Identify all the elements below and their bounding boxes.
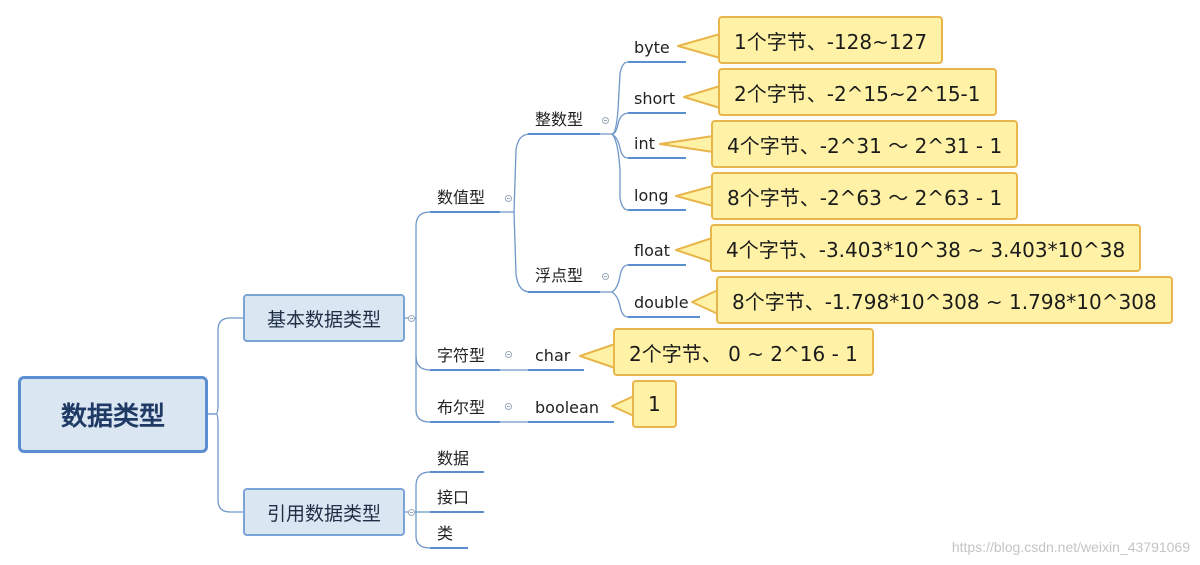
edge-root-basic [208, 317, 243, 415]
double-node: double [634, 293, 689, 312]
pointer-char [579, 343, 616, 369]
numeric-node: 数值型 [437, 188, 486, 207]
reference-types-node: 引用数据类型 [243, 488, 405, 536]
collapse-char-icon[interactable] [505, 351, 512, 358]
pointer-float [675, 237, 713, 263]
callout-boolean: 1 [632, 380, 677, 428]
watermark: https://blog.csdn.net/weixin_43791069 [951, 539, 1190, 555]
collapse-float-icon[interactable] [602, 273, 609, 280]
edge-basic-numeric [405, 211, 431, 319]
int-node: int [634, 134, 655, 153]
long-node: long [634, 186, 669, 205]
edge-basic-bool [415, 356, 431, 423]
callout-int: 4个字节、-2^31 ～ 2^31 - 1 [711, 120, 1019, 168]
basic-types-node: 基本数据类型 [243, 294, 405, 342]
bool-type-node: 布尔型 [437, 398, 486, 417]
boolean-node: boolean [535, 398, 599, 417]
collapse-basic-icon[interactable] [408, 315, 415, 322]
callout-short: 2个字节、-2^15~2^15-1 [718, 68, 997, 116]
edge-integer-int [611, 133, 629, 159]
callout-byte: 1个字节、-128~127 [718, 16, 944, 64]
byte-node: byte [634, 38, 670, 57]
collapse-numeric-icon[interactable] [505, 195, 512, 202]
collapse-reference-icon[interactable] [408, 509, 415, 516]
callout-long: 8个字节、-2^63 ～ 2^63 - 1 [711, 172, 1019, 220]
char-type-node: 字符型 [437, 346, 486, 365]
integer-node: 整数型 [535, 110, 584, 129]
char-node: char [535, 346, 571, 365]
edge-basic-char [415, 318, 431, 371]
callout-float: 4个字节、-3.403*10^38 ~ 3.403*10^38 [710, 224, 1142, 272]
ref-interface-node: 接口 [437, 488, 470, 507]
short-node: short [634, 89, 676, 108]
edge-numeric-float [513, 211, 531, 293]
collapse-integer-icon[interactable] [602, 117, 609, 124]
edge-numeric-integer [500, 133, 531, 213]
edge-integer-long [611, 133, 629, 211]
pointer-byte [677, 33, 721, 59]
root-node: 数据类型 [18, 376, 208, 453]
pointer-short [683, 85, 721, 109]
pointer-double [691, 289, 719, 315]
collapse-bool-icon[interactable] [505, 403, 512, 410]
edge-ref-data [405, 471, 431, 513]
callout-char: 2个字节、 0 ~ 2^16 - 1 [613, 328, 874, 376]
ref-data-node: 数据 [437, 449, 470, 468]
edge-float-double [611, 291, 629, 318]
pointer-int [659, 135, 714, 153]
callout-double: 8个字节、-1.798*10^308 ~ 1.798*10^308 [716, 276, 1173, 324]
float-group-node: 浮点型 [535, 266, 584, 285]
ref-class-node: 类 [437, 524, 454, 543]
pointer-long [675, 185, 714, 207]
edge-ref-class [415, 512, 431, 549]
pointer-boolean [611, 395, 635, 417]
edge-float-float [600, 264, 629, 293]
edge-integer-short [611, 112, 629, 135]
float-node: float [634, 241, 670, 260]
edge-root-reference [208, 413, 243, 513]
